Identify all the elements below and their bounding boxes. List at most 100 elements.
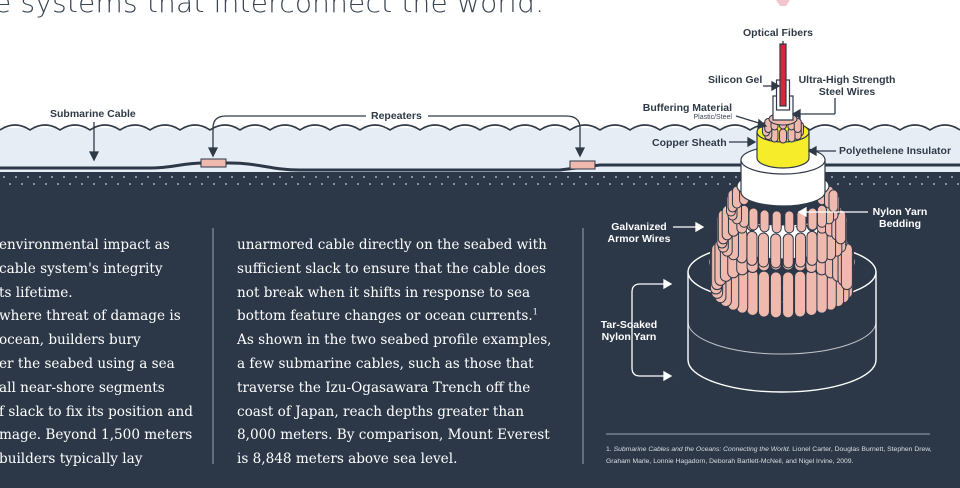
sediment-dot (285, 183, 287, 185)
sediment-dot (303, 176, 305, 178)
sediment-dot (621, 183, 623, 185)
sediment-dot (27, 176, 29, 178)
sediment-dot (429, 183, 431, 185)
repeater (200, 158, 227, 168)
copper-wire (779, 128, 787, 144)
label-galvanized-line1: Galvanized (611, 221, 667, 233)
sediment-dot (585, 183, 587, 185)
headline: e systems that interconnect the world. (0, 0, 545, 19)
sediment-dot (105, 183, 107, 185)
nylon-rod (771, 210, 782, 234)
sediment-dot (393, 183, 395, 185)
body-line: all near-shore segments (0, 379, 165, 396)
label-submarine-cable: Submarine Cable (50, 108, 136, 120)
sediment-dot (615, 176, 617, 178)
body-line: cable system's integrity (0, 260, 163, 277)
sediment-dot (555, 176, 557, 178)
sediment-dot (597, 183, 599, 185)
sediment-dot (33, 183, 35, 185)
label-nylon-yarn-line2: Bedding (879, 218, 921, 230)
sediment-dot (99, 176, 101, 178)
sediment-dot (279, 176, 281, 178)
callout-arrows-light (729, 41, 836, 157)
body-line: ocean, builders bury (0, 332, 141, 349)
cable-cross-section (687, 43, 877, 393)
label-silicon-gel: Silicon Gel (708, 74, 763, 86)
sediment-dot (567, 176, 569, 178)
sediment-dot (135, 176, 137, 178)
sediment-dot (255, 176, 257, 178)
sediment-dot (843, 176, 845, 178)
footnote-title: Submarine Cables and the Oceans: Connect… (613, 446, 791, 453)
sediment-dot (177, 183, 179, 185)
sediment-dot (141, 183, 143, 185)
sediment-dot (327, 176, 329, 178)
armor-wire (835, 209, 847, 245)
armor-wire (806, 230, 818, 266)
sediment-dot (201, 183, 203, 185)
armor-wire (782, 233, 794, 269)
sediment-dot (531, 176, 533, 178)
sediment-dot (351, 176, 353, 178)
body-line: traverse the Izu-Ogasawara Trench off th… (237, 379, 531, 396)
body-line: sufficient slack to ensure that the cabl… (237, 260, 546, 277)
sediment-dot (273, 183, 275, 185)
armor-wire (746, 268, 759, 316)
nylon-rod (748, 207, 759, 231)
sediment-dot (693, 183, 695, 185)
label-ultra-high-strength: Ultra-High Strength Steel Wires (795, 74, 899, 98)
armor-wire (770, 233, 782, 269)
label-galvanized-line2: Armor Wires (607, 233, 671, 245)
sediment-dot (3, 176, 5, 178)
armor-wire (795, 232, 807, 268)
footnote-marker[interactable]: 1 (532, 307, 538, 317)
sediment-dot (489, 183, 491, 185)
sediment-dot (867, 176, 869, 178)
copper-wire (793, 118, 802, 133)
sediment-dot (657, 183, 659, 185)
label-ultra-high-strength-line1: Ultra-High Strength (798, 74, 896, 86)
sediment-dot (21, 183, 23, 185)
sediment-dot (639, 176, 641, 178)
sediment-dot (81, 183, 83, 185)
sediment-dot (159, 176, 161, 178)
armor-wire (794, 270, 807, 318)
sediment-dot (687, 176, 689, 178)
sediment-dot (57, 183, 59, 185)
footnote: 1. Submarine Cables and the Oceans: Conn… (606, 444, 936, 468)
sediment-dot (939, 176, 941, 178)
sediment-dot (465, 183, 467, 185)
sediment-dot (645, 183, 647, 185)
footnote-number: 1. (606, 446, 612, 453)
sediment-dot (9, 183, 11, 185)
sediment-dot (399, 176, 401, 178)
sediment-dot (933, 183, 935, 185)
sediment-dot (243, 176, 245, 178)
sediment-dot (39, 176, 41, 178)
sediment-dot (321, 183, 323, 185)
sediment-dot (453, 183, 455, 185)
sediment-dot (711, 176, 713, 178)
optical-fibers-core (779, 43, 787, 107)
sediment-dot (441, 183, 443, 185)
body-line: builders typically lay (0, 451, 143, 468)
submarine-cable-arrow (88, 122, 100, 162)
callout-arrows-dark (631, 206, 868, 382)
label-buffering-material: Buffering Material Plastic/Steel (634, 102, 732, 122)
nylon-rod (828, 189, 839, 213)
label-optical-fibers: Optical Fibers (743, 27, 814, 39)
sediment-dot (213, 183, 215, 185)
sediment-dot (369, 183, 371, 185)
label-buffering-material-sub: Plastic/Steel (693, 114, 732, 121)
sediment-dot (903, 176, 905, 178)
sediment-dot (333, 183, 335, 185)
sediment-dot (345, 183, 347, 185)
body-line: bottom feature changes or ocean currents… (237, 305, 552, 329)
armor-wire (746, 230, 758, 266)
sediment-dot (411, 176, 413, 178)
sediment-dot (483, 176, 485, 178)
sediment-dot (297, 183, 299, 185)
body-line: 8,000 meters. By comparison, Mount Evere… (237, 427, 550, 444)
sediment-dot (261, 183, 263, 185)
sediment-dot (357, 183, 359, 185)
